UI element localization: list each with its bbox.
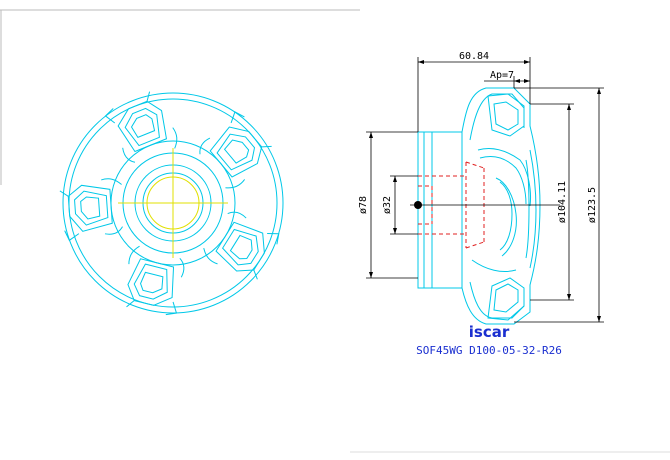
pocket-line (199, 137, 211, 155)
pocket-line (126, 300, 135, 308)
pocket-line (104, 226, 123, 235)
dim-d32: ø32 (382, 196, 393, 214)
pocket-line (209, 126, 263, 178)
pocket-line (172, 127, 178, 149)
pocket-line (230, 111, 245, 124)
pocket-line (225, 179, 246, 189)
pocket-line (127, 258, 175, 306)
pocket-line (74, 190, 109, 226)
insert-top (487, 93, 525, 137)
insert-pockets (59, 91, 280, 316)
pocket-line (122, 147, 136, 163)
pocket-line (165, 301, 178, 316)
pocket-line (64, 230, 80, 242)
pocket-line (67, 184, 113, 232)
dimension-lines (366, 57, 604, 323)
insert-pocket (104, 91, 178, 163)
insert-pocket (126, 245, 185, 316)
pocket-line (179, 257, 185, 278)
dim-d78: ø78 (358, 196, 369, 214)
shank-outline (417, 131, 463, 289)
dim-ap: Ap=7 (490, 70, 514, 81)
dim-d104: ø104.11 (557, 181, 568, 223)
pocket-line (253, 269, 258, 280)
side-view (417, 87, 541, 325)
dim-length: 60.84 (459, 51, 489, 62)
pocket-line (223, 139, 250, 164)
part-code: SOF45WG D100-05-32-R26 (416, 344, 562, 357)
pocket-line (124, 107, 160, 147)
center-mark (118, 148, 228, 258)
pocket-line (146, 91, 151, 102)
axis-point (414, 201, 422, 209)
pocket-line (267, 233, 280, 245)
insert-pocket (203, 211, 280, 280)
pocket-line (229, 234, 253, 260)
pocket-line (80, 196, 101, 220)
pocket-line (261, 145, 272, 148)
pocket-line (101, 178, 122, 185)
insert-pocket (199, 111, 272, 189)
dim-d123: ø123.5 (587, 187, 598, 223)
pocket-line (227, 211, 247, 219)
pocket-line (117, 100, 168, 153)
pocket-line (59, 190, 69, 197)
pocket-line (221, 228, 259, 266)
brand-logo: iscar (469, 323, 510, 341)
pocket-line (216, 133, 256, 171)
dimension-arrows (369, 60, 601, 322)
insert-pocket (59, 178, 123, 242)
pocket-line (128, 245, 140, 265)
insert-bottom (487, 277, 525, 321)
pocket-line (104, 108, 116, 124)
pocket-line (130, 114, 156, 139)
pocket-line (140, 271, 164, 294)
pocket-line (133, 263, 168, 300)
body-outline (62, 92, 284, 314)
pocket-line (215, 221, 265, 272)
chip-flute (477, 147, 531, 207)
pocket-line (203, 248, 218, 265)
front-view (59, 91, 284, 316)
